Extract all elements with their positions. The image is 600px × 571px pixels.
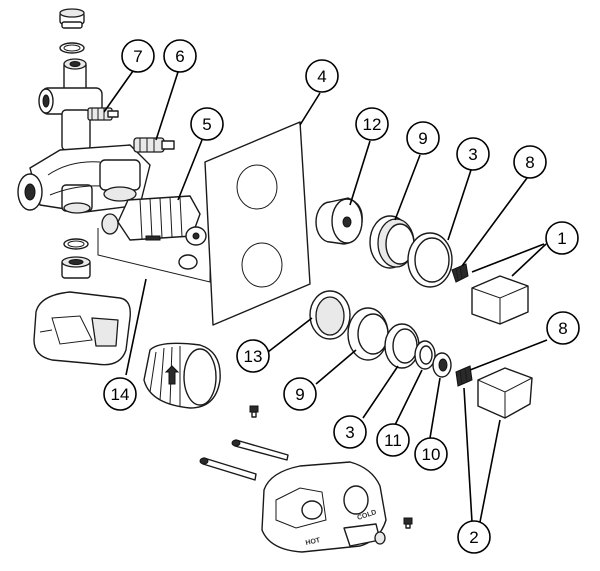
- callout-12-label: 12: [363, 115, 382, 134]
- callout-12: 12: [355, 107, 389, 141]
- callout-3-lower-label: 3: [345, 423, 354, 442]
- callout-8-lower: 8: [546, 311, 580, 345]
- callout-10-label: 10: [422, 445, 441, 464]
- callout-7-label: 7: [133, 47, 142, 66]
- callout-4: 4: [305, 59, 339, 93]
- callout-14-label: 14: [111, 385, 130, 404]
- callout-8-upper: 8: [513, 145, 547, 179]
- callout-3-lower: 3: [333, 415, 367, 449]
- lower-knob-2: [477, 367, 533, 419]
- callout-6-label: 6: [175, 47, 184, 66]
- check-valve-cartridge: [87, 107, 119, 121]
- callout-10: 10: [414, 437, 448, 471]
- thermostatic-cartridge: [101, 195, 207, 270]
- callout-8-lower-label: 8: [558, 319, 567, 338]
- callout-6: 6: [163, 39, 197, 73]
- upper-knob-1: [471, 275, 529, 325]
- callout-2-label: 2: [469, 528, 478, 547]
- lower-washer-3: [384, 323, 420, 369]
- valve-housing: HOT COLD: [261, 461, 387, 553]
- callout-3-upper-label: 3: [468, 145, 477, 164]
- lower-adapter-13: [309, 290, 351, 340]
- callout-11: 11: [376, 423, 410, 457]
- callout-9-upper: 9: [406, 121, 440, 155]
- cover-plate: [204, 121, 311, 326]
- upper-grub-screw-8: [451, 263, 469, 283]
- callout-5: 5: [190, 107, 224, 141]
- callout-13: 13: [236, 339, 270, 373]
- valve-body: [17, 58, 151, 214]
- washer-10: [432, 352, 452, 378]
- callout-9-lower-label: 9: [295, 385, 304, 404]
- upper-ring-9: [369, 215, 415, 269]
- callout-14: 14: [103, 377, 137, 411]
- callout-1-label: 1: [557, 229, 566, 248]
- long-bolt-2: [199, 457, 257, 481]
- upper-adapter-12: [315, 197, 363, 245]
- lower-ring-9: [347, 307, 389, 361]
- callout-3-upper: 3: [456, 137, 490, 171]
- upper-washer-3: [407, 232, 453, 288]
- hot-label: HOT: [305, 537, 322, 547]
- lower-grub-screw-8: [455, 365, 473, 387]
- small-screw-upper: [249, 405, 259, 418]
- callout-11-label: 11: [384, 431, 402, 450]
- isolation-cartridge: [133, 137, 175, 153]
- compression-nut: [61, 256, 91, 279]
- leader-lines: [103, 70, 548, 523]
- callout-8-upper-label: 8: [525, 153, 534, 172]
- callout-9-lower: 9: [283, 377, 317, 411]
- callout-2: 2: [457, 520, 491, 554]
- temperature-knob: [143, 342, 221, 409]
- callout-7: 7: [121, 39, 155, 73]
- long-bolt-1: [231, 439, 289, 461]
- top-cap: [59, 8, 85, 29]
- callout-13-label: 13: [244, 347, 263, 366]
- shroud: [33, 291, 131, 366]
- valve-body-assembly: [17, 8, 211, 283]
- callout-5-label: 5: [202, 115, 211, 134]
- callout-1: 1: [545, 221, 579, 255]
- small-screw-lower: [403, 517, 413, 529]
- callout-4-label: 4: [317, 67, 326, 86]
- small-ring-11: [414, 340, 436, 370]
- callout-9-upper-label: 9: [418, 129, 427, 148]
